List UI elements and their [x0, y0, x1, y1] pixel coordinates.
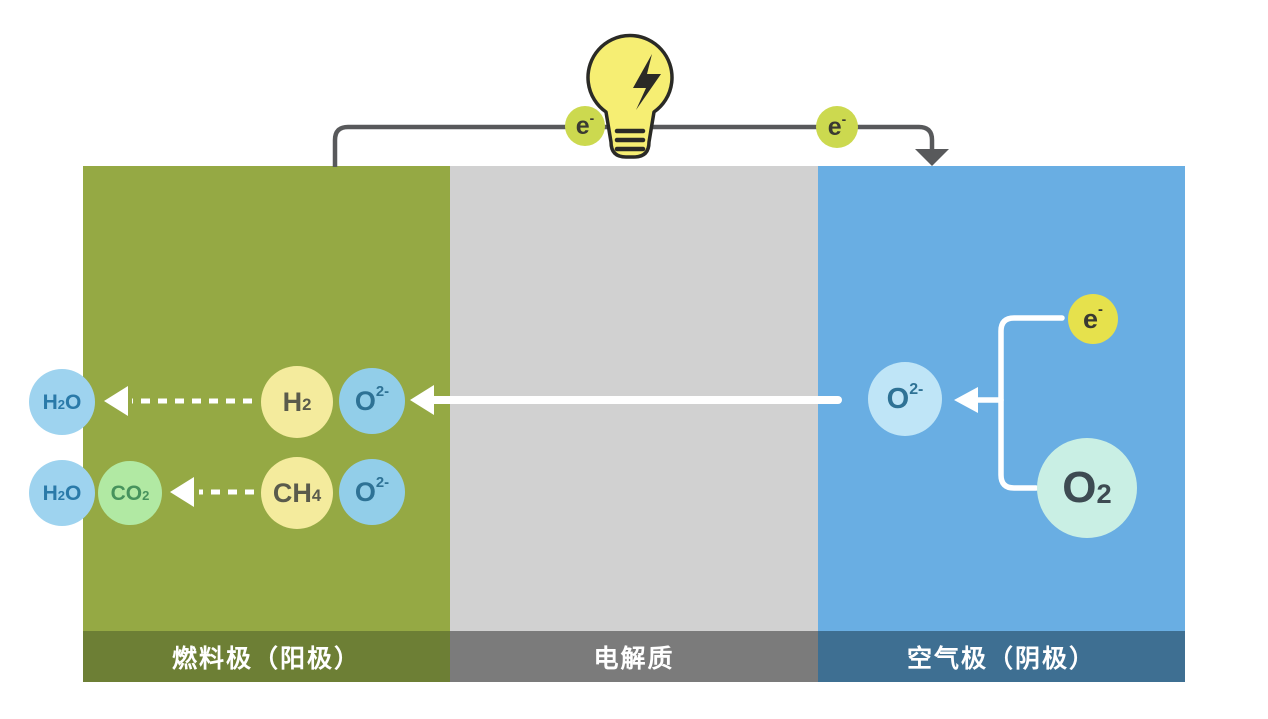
cathode-panel: 空气极（阴极） — [818, 166, 1185, 682]
formula-text: H — [42, 481, 58, 505]
formula-text: O — [886, 382, 910, 415]
formula-text: O — [354, 385, 376, 416]
formula-subscript: 2 — [1096, 478, 1112, 510]
formula-superscript: 2- — [375, 384, 390, 401]
formula-text: CO — [110, 481, 143, 505]
formula-text: CH — [272, 477, 312, 508]
electrolyte-panel: 电解质 — [450, 166, 818, 682]
formula-text: e — [1083, 303, 1099, 334]
light-bulb-icon — [586, 33, 674, 159]
formula-superscript: 2- — [909, 381, 924, 399]
formula-superscript: - — [589, 110, 595, 126]
current-arrow-down-icon — [915, 149, 949, 166]
formula-text: e — [827, 112, 842, 141]
formula-subscript: 4 — [311, 486, 322, 506]
anode-label: 燃料极（阳极） — [83, 631, 450, 682]
electron-cathode: e- — [1068, 294, 1118, 344]
formula-subscript: 2 — [57, 397, 66, 413]
formula-superscript: - — [841, 111, 847, 127]
formula-superscript: 2- — [375, 475, 390, 492]
formula-subscript: 2 — [142, 488, 150, 504]
formula-superscript: - — [1098, 302, 1103, 319]
cathode-label: 空气极（阴极） — [818, 631, 1185, 682]
formula-text: H — [42, 390, 58, 414]
formula-subscript: 2 — [57, 488, 66, 504]
formula-subscript: 2 — [302, 395, 312, 415]
electrolyte-label: 电解质 — [450, 631, 818, 682]
formula-text: O — [1062, 463, 1097, 512]
formula-text: H — [282, 386, 303, 417]
formula-text: e — [575, 111, 590, 140]
formula-text: O — [65, 390, 82, 414]
lightning-bolt-icon — [633, 54, 661, 110]
electron-wire-left: e- — [565, 106, 605, 146]
formula-text: O — [65, 481, 82, 505]
electron-wire-right: e- — [816, 106, 858, 148]
formula-text: O — [354, 476, 376, 507]
